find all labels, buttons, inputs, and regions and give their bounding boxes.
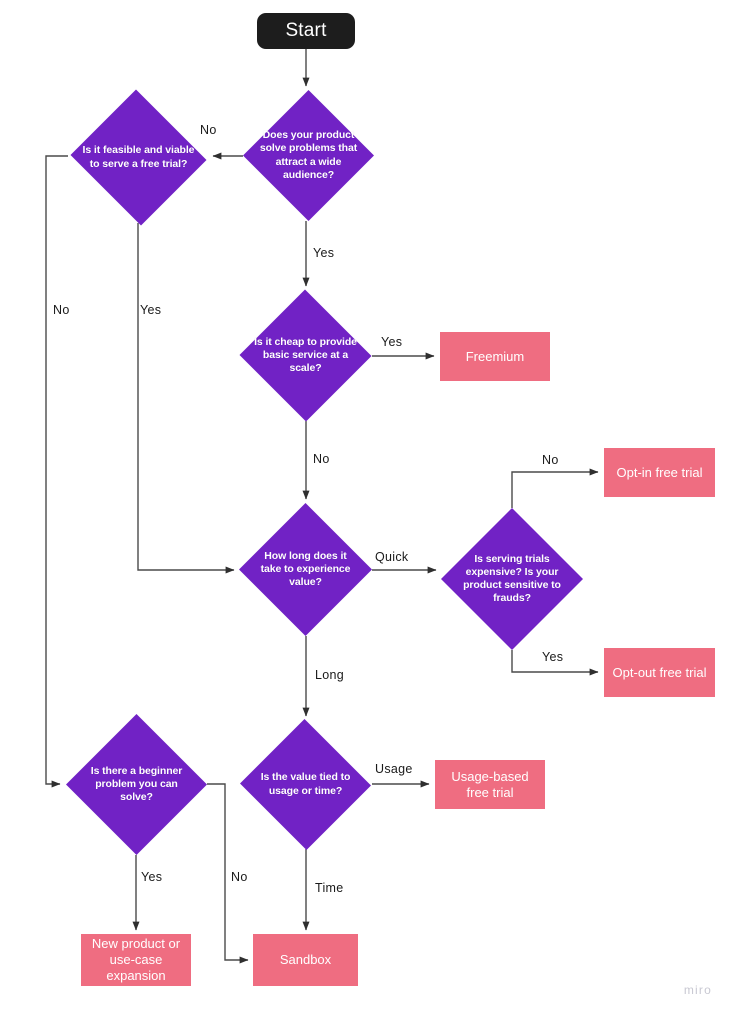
node-label-opt_in: Opt-in free trial bbox=[616, 464, 703, 480]
node-new_product[interactable]: New product or use-case expansion bbox=[81, 934, 191, 986]
node-label-freemium: Freemium bbox=[465, 348, 525, 364]
edge-label-e-feasible-no: No bbox=[53, 303, 70, 317]
node-label-serving_cost: Is serving trials expensive? Is your pro… bbox=[463, 552, 561, 605]
edge-label-e-cheap-howlong: No bbox=[313, 452, 330, 466]
node-label-usage_trial: Usage-based free trial bbox=[451, 768, 529, 800]
edge-label-e-value-time: Time bbox=[315, 881, 344, 895]
edge-label-e-wide-feasible: No bbox=[200, 123, 217, 137]
edge-label-e-beginner-no: No bbox=[231, 870, 248, 884]
node-wide_audience[interactable]: Does your product solve problems that at… bbox=[243, 90, 374, 221]
node-sandbox[interactable]: Sandbox bbox=[253, 934, 358, 986]
node-label-start: Start bbox=[285, 20, 327, 41]
node-label-opt_out: Opt-out free trial bbox=[612, 664, 707, 680]
edge-label-e-serving-yes: Yes bbox=[542, 650, 564, 664]
edge-label-e-howlong-long: Long bbox=[315, 668, 345, 682]
node-start[interactable]: Start bbox=[257, 13, 355, 49]
node-cheap_scale[interactable]: Is it cheap to provide basic service at … bbox=[239, 289, 372, 422]
edge-label-e-howlong-quick: Quick bbox=[375, 550, 409, 564]
node-beginner[interactable]: Is there a beginner problem you can solv… bbox=[66, 714, 207, 855]
node-opt_in[interactable]: Opt-in free trial bbox=[604, 448, 715, 497]
node-label-beginner: Is there a beginner problem you can solv… bbox=[90, 764, 183, 804]
edge-label-e-feasible-yes: Yes bbox=[140, 303, 162, 317]
edge-e-serving-no bbox=[511, 468, 599, 508]
node-label-sandbox: Sandbox bbox=[279, 952, 332, 967]
node-usage_trial[interactable]: Usage-based free trial bbox=[435, 760, 545, 809]
node-how_long[interactable]: How long does it take to experience valu… bbox=[239, 503, 372, 636]
node-label-feasible: Is it feasible and viable to serve a fre… bbox=[82, 144, 195, 170]
edge-label-e-value-usage: Usage bbox=[375, 762, 413, 776]
edge-label-e-beginner-yes: Yes bbox=[141, 870, 163, 884]
node-label-how_long: How long does it take to experience valu… bbox=[260, 549, 351, 589]
edge-e-feasible-no bbox=[45, 155, 68, 788]
node-freemium[interactable]: Freemium bbox=[440, 332, 550, 381]
node-label-wide_audience: Does your product solve problems that at… bbox=[259, 129, 358, 181]
node-serving_cost[interactable]: Is serving trials expensive? Is your pro… bbox=[441, 508, 583, 650]
node-label-value_tied: Is the value tied to usage or time? bbox=[260, 771, 351, 797]
node-feasible[interactable]: Is it feasible and viable to serve a fre… bbox=[68, 89, 209, 226]
node-opt_out[interactable]: Opt-out free trial bbox=[604, 648, 715, 697]
node-label-new_product: New product or use-case expansion bbox=[91, 936, 181, 983]
edge-e-feasible-yes bbox=[137, 223, 235, 574]
node-label-cheap_scale: Is it cheap to provide basic service at … bbox=[254, 335, 357, 375]
node-value_tied[interactable]: Is the value tied to usage or time? bbox=[239, 719, 372, 850]
edge-label-e-serving-no: No bbox=[542, 453, 559, 467]
edge-label-e-cheap-freemium: Yes bbox=[381, 335, 403, 349]
miro-watermark: miro bbox=[683, 983, 712, 997]
edge-label-e-wide-cheap: Yes bbox=[313, 246, 335, 260]
